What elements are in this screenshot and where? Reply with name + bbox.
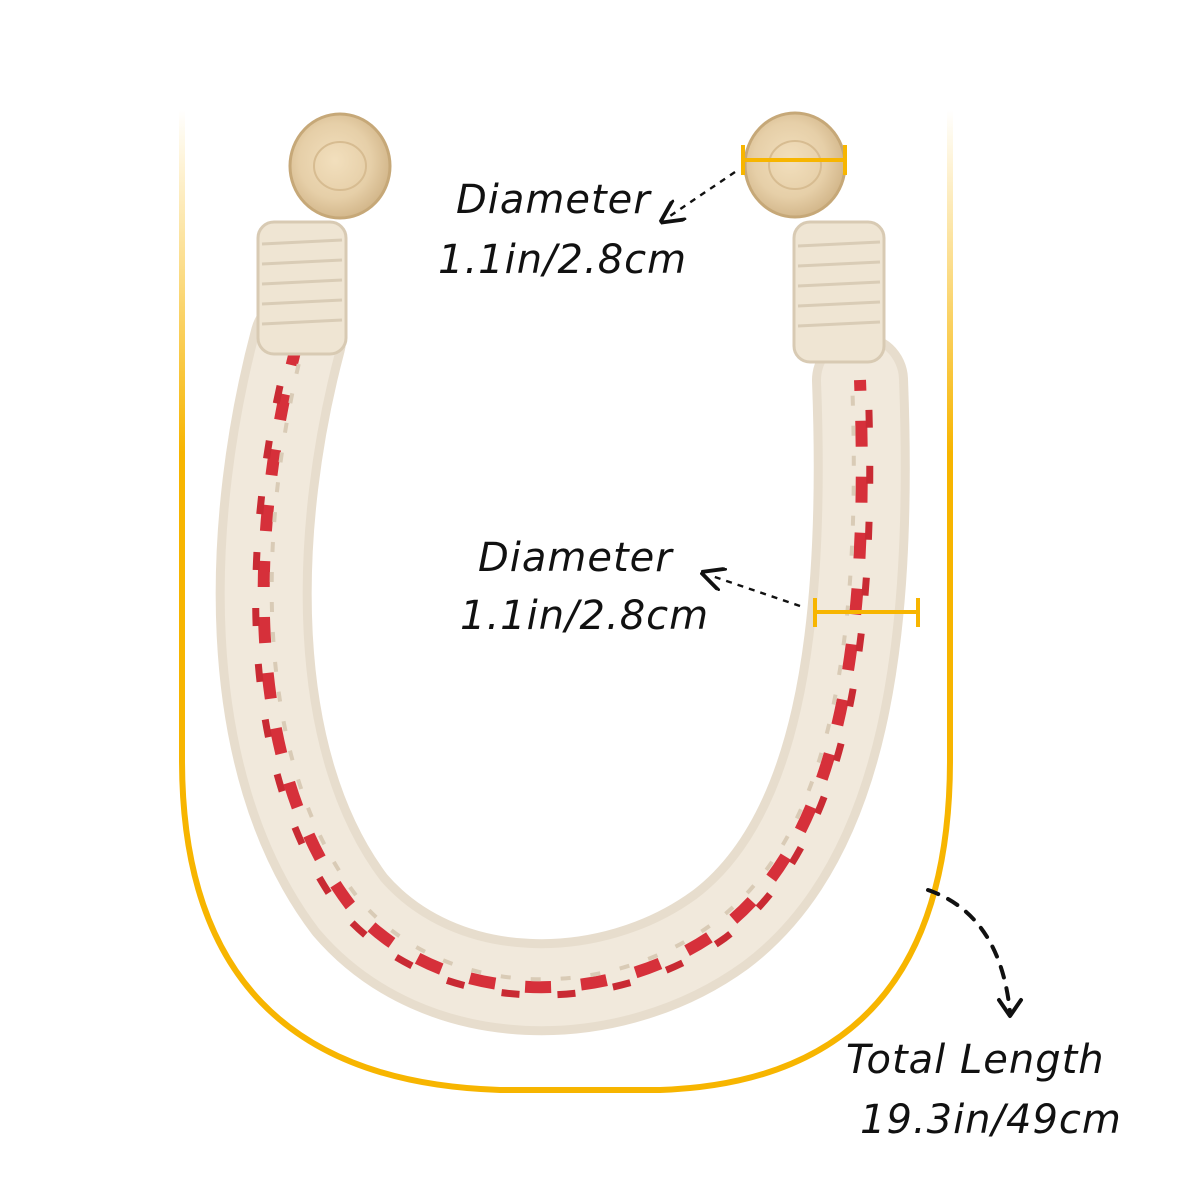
left-wooden-knob	[288, 112, 392, 220]
dimension-marker-icon	[741, 145, 847, 175]
dashed-arrow-icon	[670, 171, 736, 216]
braided-rope	[215, 292, 910, 1036]
top-diameter-title: Diameter	[456, 177, 651, 223]
curved-dashed-arrow-icon	[997, 998, 1023, 1018]
right-collar	[792, 220, 886, 364]
total-length-value: 19.3in/49cm	[860, 1097, 1122, 1143]
length-outline	[179, 110, 953, 1093]
total-length-title: Total Length	[846, 1037, 1105, 1083]
left-collar	[256, 220, 348, 356]
curved-dashed-arrow-icon	[926, 888, 1012, 1014]
dimension-marker-icon	[813, 598, 920, 627]
braid-diameter-value: 1.1in/2.8cm	[460, 593, 710, 639]
top-diameter-value: 1.1in/2.8cm	[438, 237, 688, 283]
right-wooden-knob	[743, 111, 847, 219]
braid-diameter-title: Diameter	[478, 535, 673, 581]
dashed-arrow-icon	[712, 576, 801, 608]
